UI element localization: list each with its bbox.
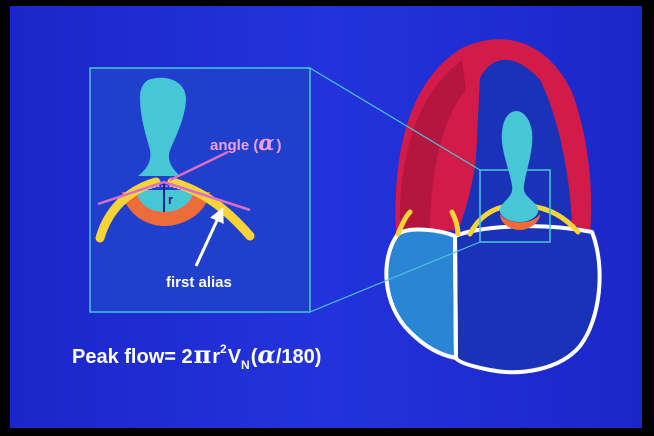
magnified-inset: r angle (α) first alias	[90, 68, 310, 312]
radius-label: r	[168, 192, 173, 207]
first-alias-label: first alias	[166, 274, 232, 291]
left-ventricle	[455, 226, 600, 372]
interventricular-septum	[455, 236, 456, 358]
